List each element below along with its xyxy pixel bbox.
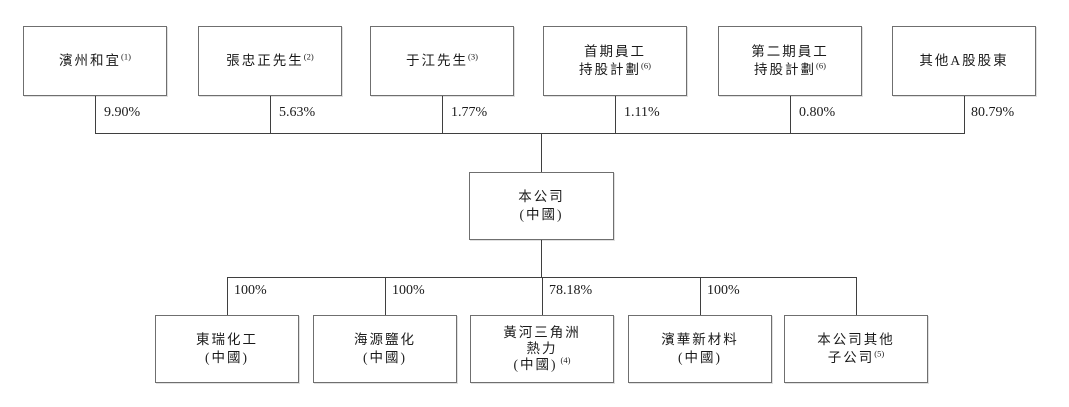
box-other-a-share-holders: 其他A股股東 xyxy=(892,26,1036,96)
footnote-ref: (1) xyxy=(121,51,131,62)
connector-line xyxy=(541,240,542,277)
box-label: 本公司其他 xyxy=(817,332,895,348)
box-label: 東瑞化工 xyxy=(196,332,258,348)
connector-line xyxy=(270,96,271,133)
box-label: 本公司 xyxy=(518,189,565,205)
footnote-ref: (6) xyxy=(641,60,651,71)
box-label: 其他A股股東 xyxy=(919,53,1009,69)
box-binzhou-heyi: 濱州和宜(1) xyxy=(23,26,167,96)
box-binhua-new-material: 濱華新材料 (中國) xyxy=(628,315,772,383)
percent-label: 100% xyxy=(707,283,740,298)
connector-line xyxy=(541,133,542,172)
percent-label: 100% xyxy=(392,283,425,298)
connector-line xyxy=(856,277,857,315)
box-label: 黃河三角洲 xyxy=(503,325,581,341)
footnote-ref: (2) xyxy=(303,51,314,62)
connector-line xyxy=(700,277,701,315)
connector-line xyxy=(385,277,386,315)
box-label: 首期員工 xyxy=(584,44,646,60)
box-haiyuan-salt: 海源鹽化 (中國) xyxy=(313,315,457,383)
connector-line xyxy=(542,277,543,315)
box-label: 于江先生(3) xyxy=(406,51,478,69)
box-label: 海源鹽化 xyxy=(354,332,416,348)
box-label: 子公司(5) xyxy=(827,348,885,365)
box-label: 張忠正先生(2) xyxy=(226,51,314,69)
box-yellow-river-delta-thermal: 黃河三角洲 熱力 (中國)(4) xyxy=(470,315,614,383)
box-label: (中國)(4) xyxy=(513,355,571,372)
percent-label: 1.11% xyxy=(624,105,660,120)
box-label: (中國) xyxy=(363,350,407,365)
percent-label: 1.77% xyxy=(451,105,488,120)
box-yu-jiang: 于江先生(3) xyxy=(370,26,514,96)
box-label: 第二期員工 xyxy=(751,44,829,60)
box-first-esop: 首期員工 持股計劃(6) xyxy=(543,26,687,96)
footnote-ref: (5) xyxy=(874,348,885,359)
box-label: 熱力 xyxy=(526,341,558,357)
box-label: (中國) xyxy=(519,207,564,222)
box-label: (中國) xyxy=(678,350,722,365)
box-label: (中國) xyxy=(205,350,249,365)
box-label: 持股計劃(6) xyxy=(579,60,651,77)
footnote-ref: (4) xyxy=(560,355,571,366)
box-company: 本公司 (中國) xyxy=(469,172,614,240)
box-label: 濱華新材料 xyxy=(661,332,739,348)
connector-line xyxy=(95,96,96,133)
percent-label: 0.80% xyxy=(799,105,836,120)
box-label: 濱州和宜(1) xyxy=(59,51,131,69)
box-zhang-zhongzheng: 張忠正先生(2) xyxy=(198,26,342,96)
connector-line xyxy=(442,96,443,133)
percent-label: 9.90% xyxy=(104,105,141,120)
connector-line xyxy=(95,133,965,134)
percent-label: 5.63% xyxy=(279,105,316,120)
connector-line xyxy=(615,96,616,133)
footnote-ref: (6) xyxy=(816,60,826,71)
connector-line xyxy=(790,96,791,133)
box-second-esop: 第二期員工 持股計劃(6) xyxy=(718,26,862,96)
footnote-ref: (3) xyxy=(468,51,478,62)
connector-line xyxy=(227,277,228,315)
box-label: 持股計劃(6) xyxy=(754,60,826,77)
box-other-subsidiaries: 本公司其他 子公司(5) xyxy=(784,315,928,383)
connector-line xyxy=(964,96,965,133)
percent-label: 100% xyxy=(234,283,267,298)
percent-label: 78.18% xyxy=(549,283,593,298)
percent-label: 80.79% xyxy=(971,105,1015,120)
box-dongrui-chemical: 東瑞化工 (中國) xyxy=(155,315,299,383)
